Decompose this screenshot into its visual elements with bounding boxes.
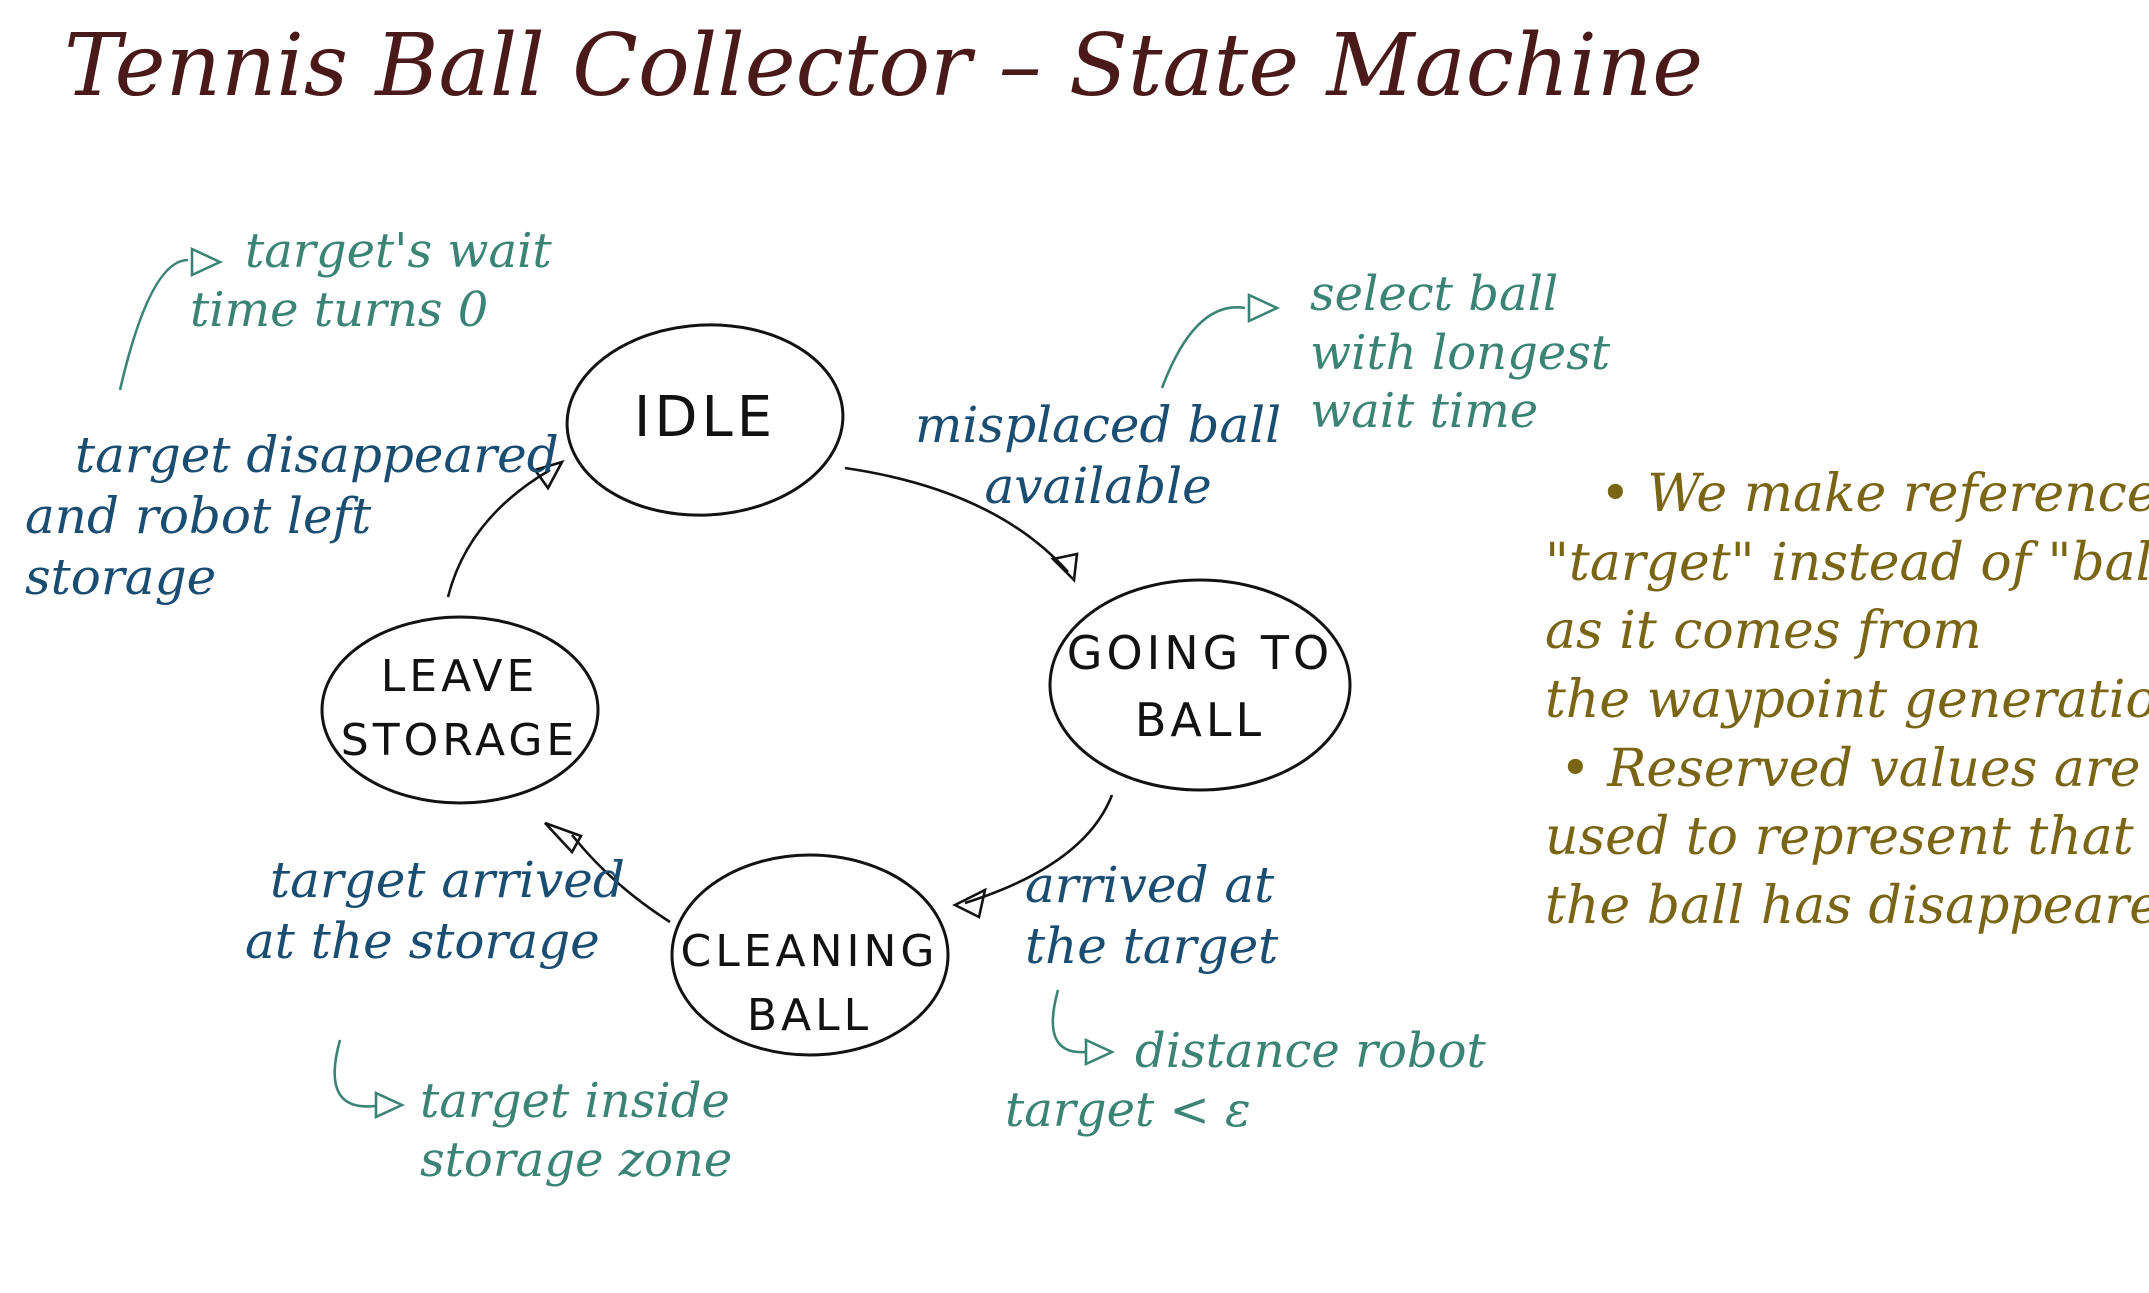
event-target-disappeared: target disappeared and robot left storag… [25, 425, 559, 608]
state-label-line: BALL [746, 989, 873, 1041]
arrow-cleaning-to-leave [570, 834, 671, 924]
pointer-head-select-ball [1247, 292, 1281, 324]
pointer-storage-zone [333, 1039, 376, 1108]
note-line: • Reserved values are [1560, 738, 2141, 799]
state-label-line: GOING TO [1066, 626, 1334, 680]
action-line: wait time [1310, 383, 1539, 440]
note-line: the waypoint generation [1545, 669, 2149, 730]
pointer-head-distance [1084, 1037, 1116, 1067]
action-distance-robot-target: distance robot target < ε [1005, 1022, 1486, 1139]
arrow-going-to-cleaning [964, 794, 1114, 905]
event-line: misplaced ball [915, 396, 1282, 454]
event-arrived-at-target: arrived at the target [1025, 855, 1278, 977]
action-line: target < ε [1005, 1081, 1251, 1138]
action-line: distance robot [1135, 1023, 1486, 1079]
arrowhead-idle-to-going [1050, 552, 1079, 583]
action-line: storage zone [420, 1131, 733, 1188]
arrowhead-cleaning-to-leave [544, 821, 583, 855]
event-line: target disappeared [75, 426, 559, 484]
note-line: as it comes from [1545, 601, 1982, 662]
note-line: the ball has disappeared [1545, 875, 2149, 936]
action-wait-time-zero: target's wait time turns 0 [190, 222, 552, 339]
event-line: arrived at [1025, 856, 1275, 914]
event-line: available [984, 457, 1212, 515]
event-line: storage [25, 548, 217, 606]
note-line: "target" instead of "ball" [1545, 532, 2149, 593]
pointer-distance [1051, 989, 1086, 1054]
state-label-cleaning-ball: CLEANING BALL [672, 920, 947, 1048]
state-label-leave-storage: LEAVE STORAGE [322, 645, 597, 773]
arrowhead-going-to-cleaning [952, 887, 987, 919]
note-line: • We make reference to [1600, 464, 2149, 524]
pointer-head-storage-zone [374, 1090, 406, 1120]
state-label-line: STORAGE [340, 714, 579, 766]
side-notes: • We make reference to "target" instead … [1545, 460, 2149, 940]
leave-storage-state-ellipse [320, 615, 600, 805]
state-label-going-to-ball: GOING TO BALL [1045, 620, 1355, 753]
action-line: target's wait [245, 223, 552, 279]
arrowhead-leave-to-idle [532, 459, 565, 491]
note-line: used to represent that [1545, 807, 2134, 868]
pointer-wait-time [118, 258, 189, 391]
event-line: the target [1025, 917, 1279, 975]
event-target-arrived-at-storage: target arrived at the storage [245, 850, 625, 972]
diagram-title: Tennis Ball Collector – State Machine [64, 16, 1704, 116]
state-label-line: BALL [1134, 692, 1266, 747]
action-line: with longest [1310, 324, 1611, 381]
pointer-head-wait-time [190, 246, 224, 278]
state-label-line: LEAVE [380, 651, 539, 702]
event-line: at the storage [245, 912, 600, 970]
arrow-idle-to-going [844, 466, 1069, 573]
state-label-line: IDLE [633, 385, 777, 450]
cleaning-ball-state-ellipse [670, 853, 950, 1057]
action-select-ball: select ball with longest wait time [1310, 265, 1610, 441]
action-line: time turns 0 [190, 281, 489, 338]
state-label-line: CLEANING [680, 926, 939, 977]
action-line: target inside [420, 1073, 730, 1129]
event-misplaced-ball: misplaced ball available [915, 395, 1281, 517]
going-to-ball-state-ellipse [1048, 578, 1352, 792]
action-line: select ball [1310, 266, 1559, 322]
arrow-leave-to-idle [446, 468, 551, 598]
event-line: target arrived [270, 851, 625, 909]
idle-state-ellipse [565, 323, 845, 517]
event-line: and robot left [25, 487, 372, 545]
pointer-select-ball [1160, 306, 1246, 389]
action-target-inside-storage-zone: target inside storage zone [420, 1072, 732, 1189]
state-label-idle: IDLE [565, 377, 845, 458]
